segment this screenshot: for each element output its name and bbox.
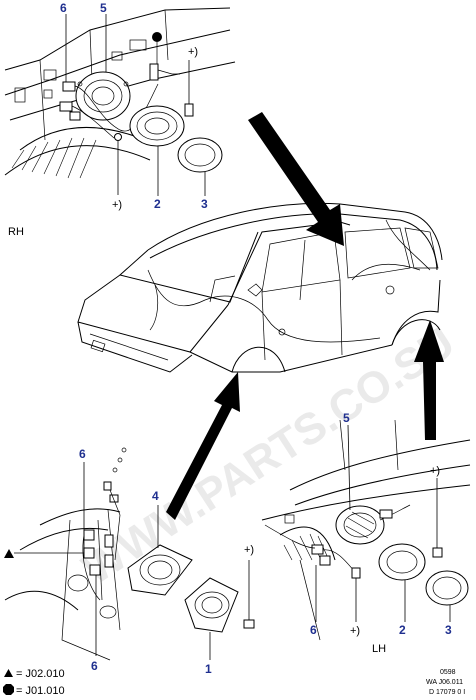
reference-block: 0598 WA J06.011 D 17079 0 I bbox=[426, 669, 465, 696]
rh-callout-3: 3 bbox=[201, 197, 208, 211]
rh-detail-view bbox=[4, 7, 236, 195]
lh-fastener-mark-bottom: +) bbox=[350, 625, 360, 637]
arrow-to-rh-detail-icon bbox=[248, 112, 344, 246]
lh-callout-6: 6 bbox=[310, 623, 317, 637]
lh-callout-2: 2 bbox=[399, 623, 406, 637]
lh-detail-view bbox=[261, 419, 471, 641]
rh-speaker-5 bbox=[75, 71, 131, 121]
lh-callout-5: 5 bbox=[343, 411, 350, 425]
rh-callout-2: 2 bbox=[154, 197, 161, 211]
legend: = J02.010 = J01.010 bbox=[3, 668, 65, 697]
front-callout-6-bottom: 6 bbox=[91, 659, 98, 673]
rh-callout-5: 5 bbox=[100, 1, 107, 15]
lh-side-label: LH bbox=[372, 643, 386, 655]
legend-octagon-icon bbox=[3, 684, 14, 695]
lh-screw bbox=[432, 547, 443, 558]
front-triangle-marker-icon bbox=[4, 549, 14, 558]
legend-code-triangle: = J02.010 bbox=[16, 668, 65, 680]
lh-callout-3: 3 bbox=[445, 623, 452, 637]
arrow-to-lh-detail-icon bbox=[414, 320, 444, 440]
front-screw bbox=[243, 619, 255, 629]
arrow-to-front-detail-icon bbox=[166, 372, 240, 520]
rh-fastener-mark-bottom: +) bbox=[112, 199, 122, 211]
lh-speaker-3 bbox=[425, 570, 469, 606]
rh-side-label: RH bbox=[8, 226, 24, 238]
rh-fastener-mark-top: +) bbox=[188, 46, 198, 58]
vehicle-outline bbox=[77, 202, 443, 373]
reference-line-2: WA J06.011 bbox=[426, 679, 463, 686]
lh-fastener-mark-top: +) bbox=[430, 465, 440, 477]
legend-triangle-icon bbox=[4, 669, 13, 677]
reference-line-3: D 17079 0 I bbox=[429, 689, 465, 696]
front-speaker-1 bbox=[184, 577, 239, 633]
rh-screw-bottom bbox=[114, 133, 122, 141]
rh-callout-6: 6 bbox=[60, 1, 67, 15]
front-callout-1: 1 bbox=[205, 662, 212, 676]
rh-screw-top bbox=[184, 103, 194, 117]
front-fastener-mark: +) bbox=[244, 544, 254, 556]
legend-code-octagon: = J01.010 bbox=[16, 685, 65, 697]
rh-grommet-dot-icon bbox=[152, 32, 162, 42]
lh-speaker-spacer-2 bbox=[378, 543, 426, 581]
reference-line-1: 0598 bbox=[440, 669, 456, 676]
front-speaker-4 bbox=[127, 544, 193, 596]
front-left-detail-view bbox=[4, 447, 255, 661]
rh-speaker-3 bbox=[177, 137, 223, 173]
front-callout-4: 4 bbox=[152, 489, 159, 503]
front-callout-6-top: 6 bbox=[79, 447, 86, 461]
